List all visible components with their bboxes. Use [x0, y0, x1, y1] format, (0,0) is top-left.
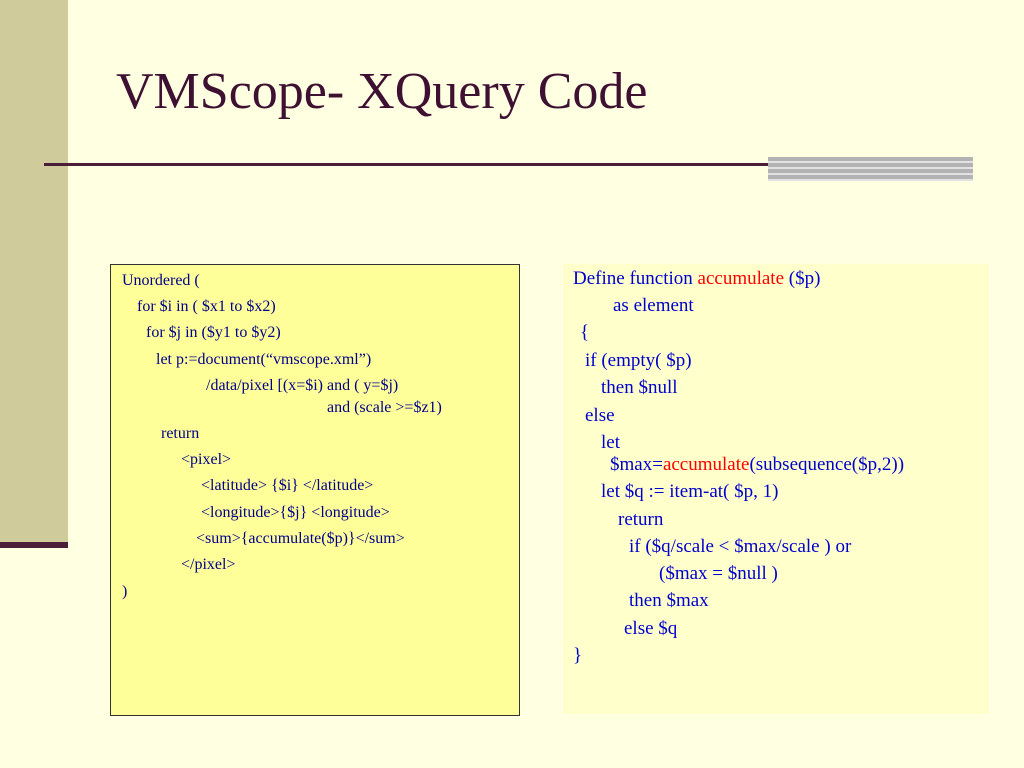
code-line: else $q: [624, 618, 678, 639]
code-line: /data/pixel [(x=$i) and ( y=$j): [206, 377, 399, 394]
code-text: $max=: [610, 454, 663, 475]
code-line: as element: [613, 295, 694, 316]
code-line: ($max = $null ): [659, 563, 778, 584]
left-sidebar-band: [0, 0, 68, 545]
code-line: if ($q/scale < $max/scale ) or: [629, 536, 852, 557]
code-line: for $i in ( $x1 to $x2): [137, 298, 276, 315]
code-line: <longitude>{$j} <longitude>: [201, 504, 390, 521]
function-name: accumulate: [662, 454, 750, 475]
code-text: ($p): [784, 268, 821, 289]
xquery-code-box-left: Unordered ( for $i in ( $x1 to $x2) for …: [110, 264, 520, 716]
code-line: for $j in ($y1 to $y2): [146, 324, 281, 341]
code-text: Define function: [573, 268, 698, 289]
code-line: then $null: [601, 377, 678, 398]
code-line: let: [601, 432, 620, 453]
code-line: then $max: [629, 590, 709, 611]
code-text: (subsequence($p,2)): [749, 454, 905, 475]
code-line: Define function accumulate ($p): [573, 268, 820, 290]
code-line: Unordered (: [122, 272, 200, 289]
code-line: if (empty( $p): [585, 350, 692, 371]
code-line: <sum>{accumulate($p)}</sum>: [196, 530, 405, 547]
code-line: }: [573, 645, 583, 666]
code-line: let p:=document(“vmscope.xml”): [156, 351, 372, 368]
title-underline: [44, 163, 774, 166]
code-line: $max=accumulate(subsequence($p,2)): [610, 454, 904, 476]
code-line: return: [618, 509, 664, 530]
code-line: </pixel>: [181, 556, 236, 573]
code-line: ): [122, 583, 128, 600]
code-line: else: [585, 405, 615, 426]
code-line: return: [161, 425, 200, 442]
left-sidebar-accent: [0, 542, 68, 548]
title-accent-bar: [768, 157, 973, 181]
xquery-code-box-right: Define function accumulate ($p) as eleme…: [563, 264, 989, 714]
function-name: accumulate: [697, 268, 785, 289]
code-line: and (scale >=$z1): [327, 399, 442, 416]
slide-title: VMScope- XQuery Code: [116, 63, 648, 120]
code-line: <latitude> {$i} </latitude>: [201, 477, 374, 494]
code-line: let $q := item-at( $p, 1): [601, 481, 779, 502]
code-line: <pixel>: [181, 451, 232, 468]
code-line: {: [580, 322, 590, 343]
